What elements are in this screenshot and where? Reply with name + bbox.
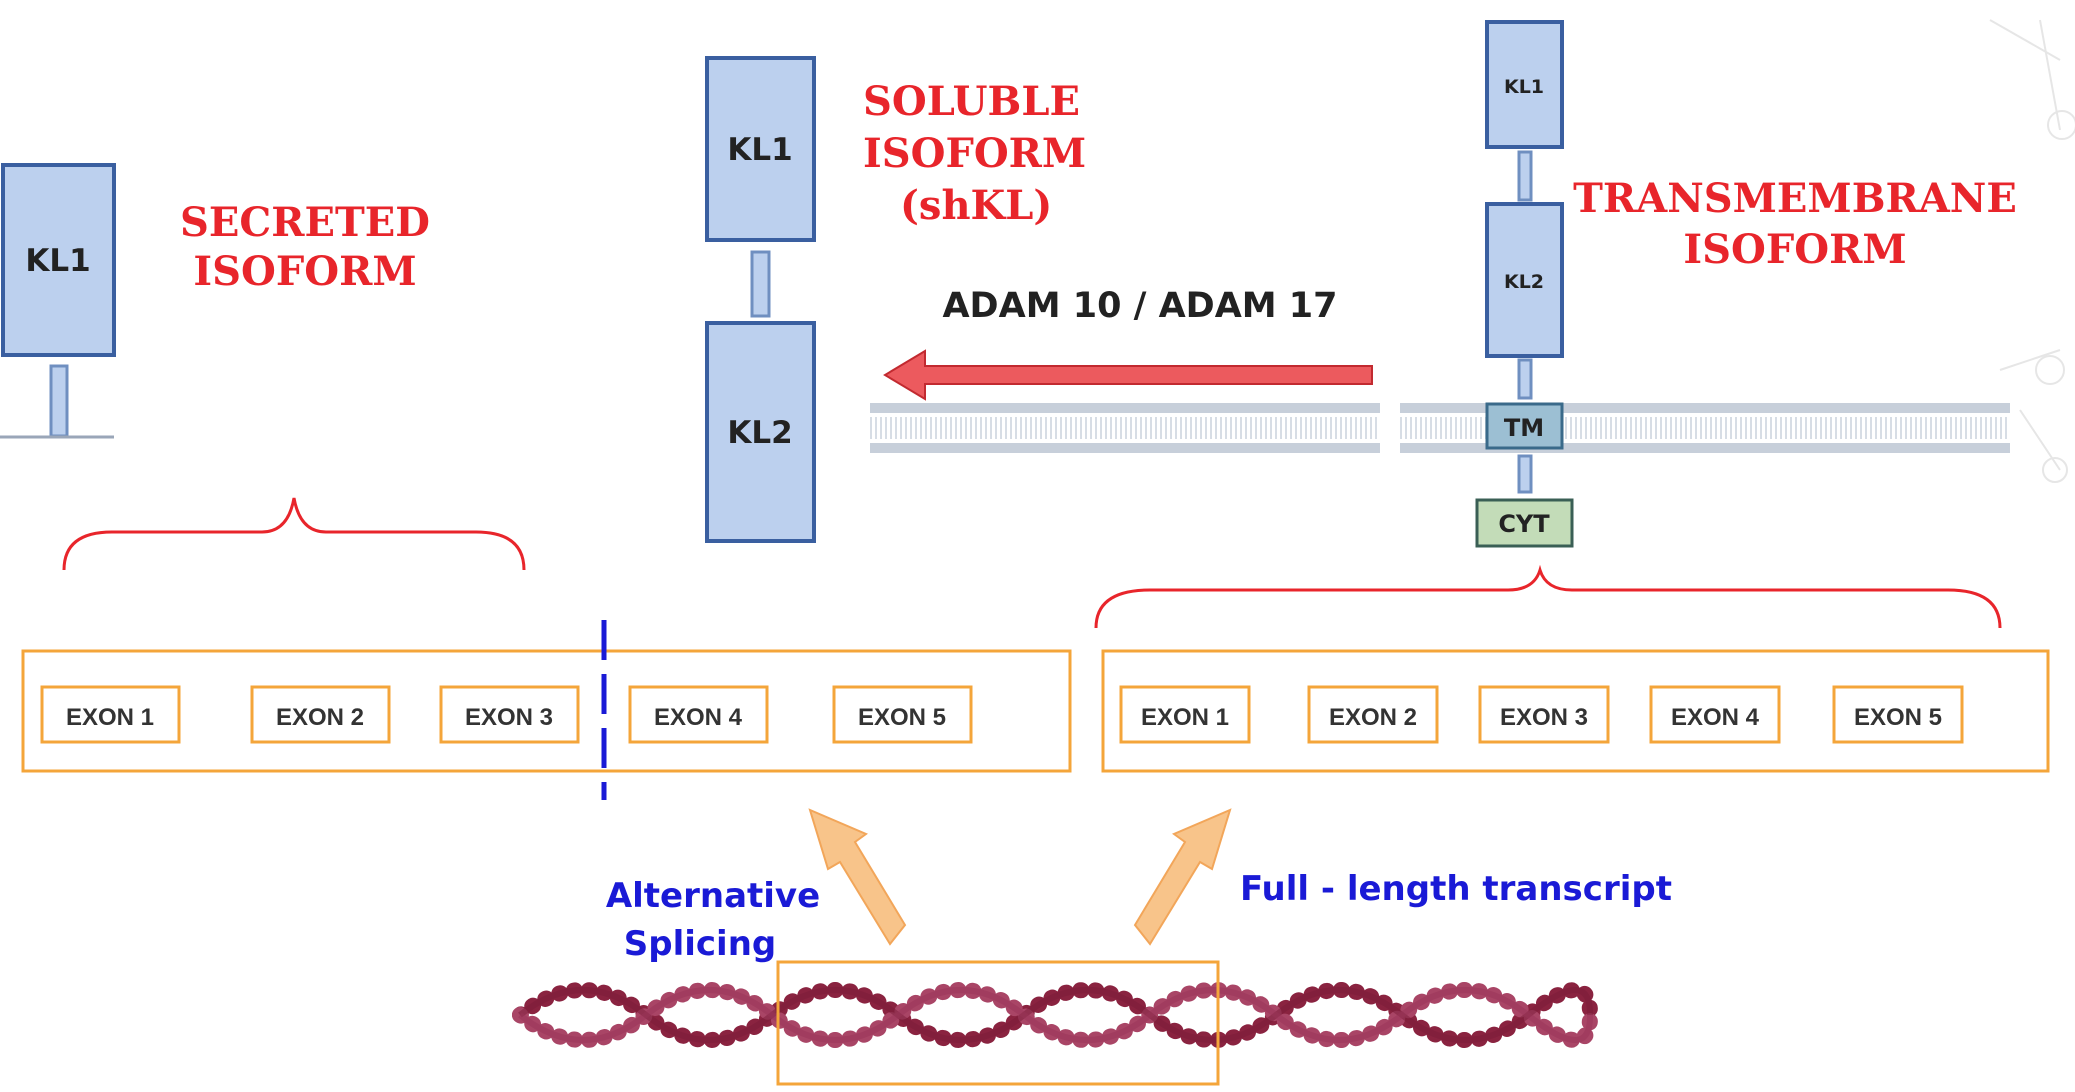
exon-box: EXON 1 [40, 685, 181, 744]
full-length-label: Full - length transcript [1240, 869, 1672, 909]
secreted-title-line2: ISOFORM [193, 248, 416, 295]
exon-box: EXON 4 [628, 685, 769, 744]
exon-label: EXON 4 [654, 704, 743, 731]
soluble-isoform: KL1 KL2 SOLUBLE ISOFORM (shKL) [705, 56, 1086, 543]
soluble-title-line2: ISOFORM [863, 130, 1086, 177]
full-length-transcript: EXON 1 EXON 2 EXON 3 EXON 4 EXON 5 [1101, 649, 2050, 773]
exon-label: EXON 1 [1141, 704, 1229, 731]
transmembrane-isoform: KL1 KL2 TM CYT TRANSMEMBRANE ISOFORM [1475, 20, 2017, 548]
exon-label: EXON 5 [1854, 704, 1942, 731]
exon-box: EXON 1 [1119, 685, 1251, 744]
soluble-title-line3: (shKL) [900, 182, 1052, 229]
full-length-arrow [1133, 808, 1232, 946]
membrane-left-segment [870, 403, 1380, 453]
cell-membrane [870, 403, 2010, 453]
adam-label: ADAM 10 / ADAM 17 [942, 286, 1337, 326]
background-network-decoration [1989, 19, 2075, 483]
secreted-title-line1: SECRETED [180, 199, 430, 246]
exon-label: EXON 4 [1671, 704, 1760, 731]
tm-isoform-linker3 [1517, 454, 1533, 494]
exon-box: EXON 3 [1478, 685, 1610, 744]
tm-isoform-linker2 [1517, 358, 1533, 400]
cleavage-arrow [883, 349, 1373, 401]
exon-label: EXON 2 [276, 704, 364, 731]
soluble-kl2-label: KL2 [727, 415, 792, 451]
alternative-splicing-label-line1: Alternative [606, 876, 820, 916]
tm-isoform-linker1 [1517, 150, 1533, 202]
tm-isoform-kl2-label: KL2 [1504, 271, 1544, 293]
transmembrane-title-line1: TRANSMEMBRANE [1573, 175, 2017, 222]
exon-label: EXON 1 [66, 704, 154, 731]
secreted-brace [62, 497, 526, 571]
transmembrane-title-line2: ISOFORM [1683, 226, 1906, 273]
exon-box: EXON 2 [250, 685, 391, 744]
tm-isoform-kl1-domain [1485, 20, 1564, 149]
alternative-splicing-arrow [808, 808, 907, 946]
exon-label: EXON 3 [1500, 704, 1588, 731]
secreted-isoform: KL1 SECRETED ISOFORM [0, 163, 430, 439]
full-length-transcript-box [1101, 649, 2050, 773]
exon-box: EXON 2 [1307, 685, 1439, 744]
exon-box: EXON 4 [1649, 685, 1781, 744]
cyt-domain [1475, 498, 1574, 548]
exon-label: EXON 3 [465, 704, 553, 731]
adam-cleavage: ADAM 10 / ADAM 17 [883, 286, 1373, 401]
transmembrane-brace [1094, 564, 2002, 629]
exon-label: EXON 2 [1329, 704, 1417, 731]
soluble-kl2-domain [705, 321, 816, 543]
secreted-linker [49, 364, 69, 438]
dna-helix [512, 982, 1599, 1048]
tm-domain [1485, 402, 1564, 450]
soluble-linker [750, 250, 771, 318]
soluble-title-line1: SOLUBLE [863, 78, 1080, 125]
soluble-kl1-label: KL1 [727, 132, 792, 168]
tm-label: TM [1504, 414, 1544, 442]
soluble-kl1-domain [705, 56, 816, 242]
cyt-label: CYT [1498, 510, 1550, 538]
alternative-splicing-label-line2: Splicing [624, 924, 777, 964]
exon-label: EXON 5 [858, 704, 946, 731]
tm-isoform-kl2-domain [1485, 202, 1564, 358]
exon-box: EXON 3 [439, 685, 580, 744]
exon-box: EXON 5 [1832, 685, 1964, 744]
tm-isoform-kl1-label: KL1 [1504, 76, 1544, 98]
secreted-kl1-label: KL1 [25, 243, 90, 279]
alternative-transcript-box [21, 649, 1072, 773]
exon-box: EXON 5 [832, 685, 973, 744]
alternative-transcript: EXON 1 EXON 2 EXON 3 EXON 4 EXON 5 [21, 620, 1072, 800]
gene-region-box [776, 960, 1220, 1086]
secreted-kl1-domain [1, 163, 116, 357]
